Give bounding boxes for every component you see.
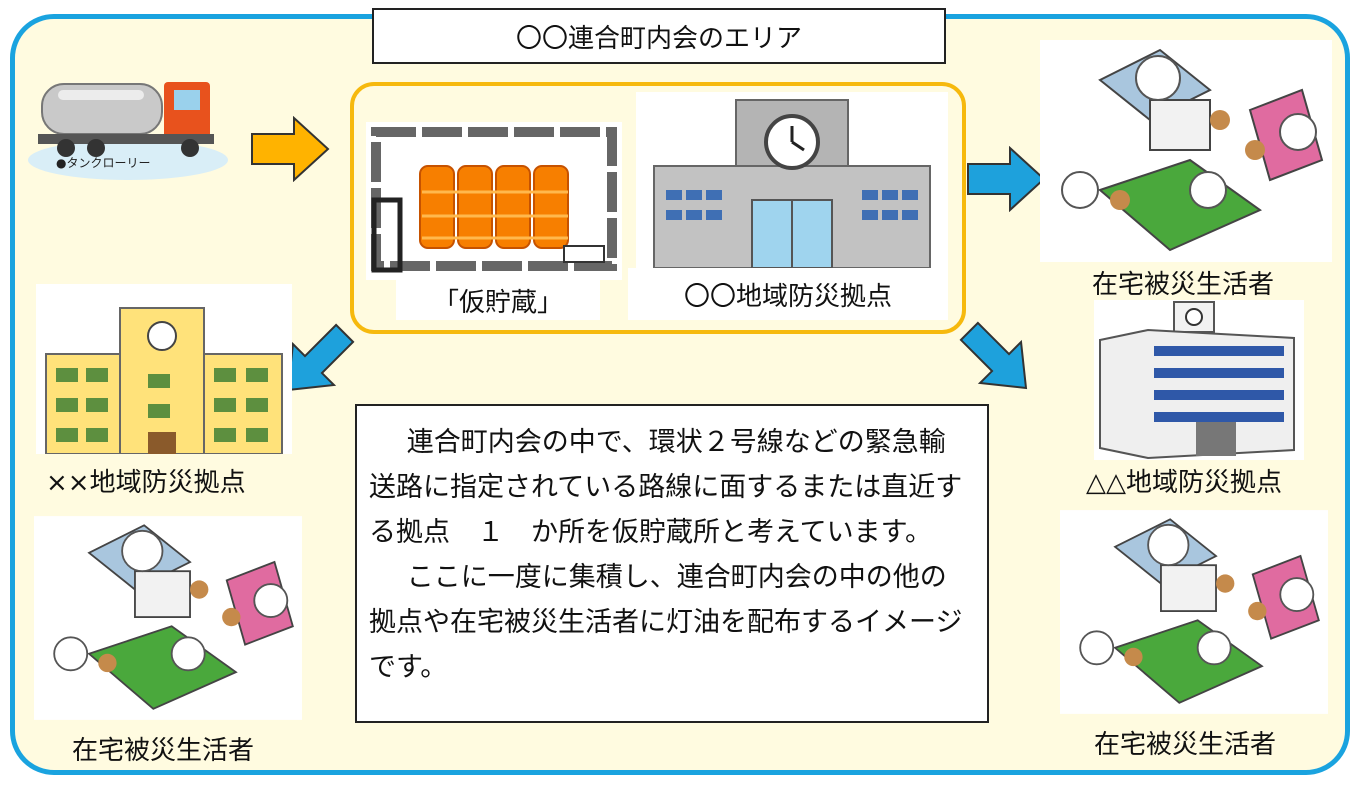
right-base-label: △△地域防災拠点 (1086, 468, 1282, 498)
home-evacuee-label-bottom-left: 在宅被災生活者 (72, 736, 255, 766)
disaster-scene-icon (1060, 510, 1328, 714)
school-building-icon (636, 92, 948, 268)
office-building-icon (1094, 300, 1304, 460)
description-paragraph-1: 連合町内会の中で、環状２号線などの緊急輸送路に指定されている路線に面するまたは直… (369, 427, 963, 548)
arrow-lorry-to-storage (251, 116, 330, 182)
drum-storage-icon (366, 122, 622, 280)
arrow-to-right-base (959, 321, 1028, 390)
storage-label: 「仮貯蔵」 (396, 280, 600, 320)
area-title: 〇〇連合町内会のエリア (372, 8, 946, 64)
arrow-to-home-evacuee-top-right (967, 146, 1046, 212)
home-evacuee-label-top-right: 在宅被災生活者 (1092, 270, 1275, 300)
left-base-label: ××地域防災拠点 (46, 468, 246, 498)
tank-lorry-label: ●タンクローリー (56, 156, 151, 170)
disaster-scene-icon (1040, 40, 1332, 262)
center-base-label: 〇〇地域防災拠点 (628, 268, 948, 320)
apartment-building-icon (36, 284, 292, 454)
disaster-scene-icon (34, 516, 302, 720)
home-evacuee-label-bottom-right: 在宅被災生活者 (1094, 730, 1277, 760)
description-box: 連合町内会の中で、環状２号線などの緊急輸送路に指定されている路線に面するまたは直… (355, 404, 989, 723)
tank-lorry-icon (28, 82, 228, 180)
description-paragraph-2: ここに一度に集積し、連合町内会の中の他の拠点や在宅被災生活者に灯油を配布するイメ… (369, 562, 963, 683)
